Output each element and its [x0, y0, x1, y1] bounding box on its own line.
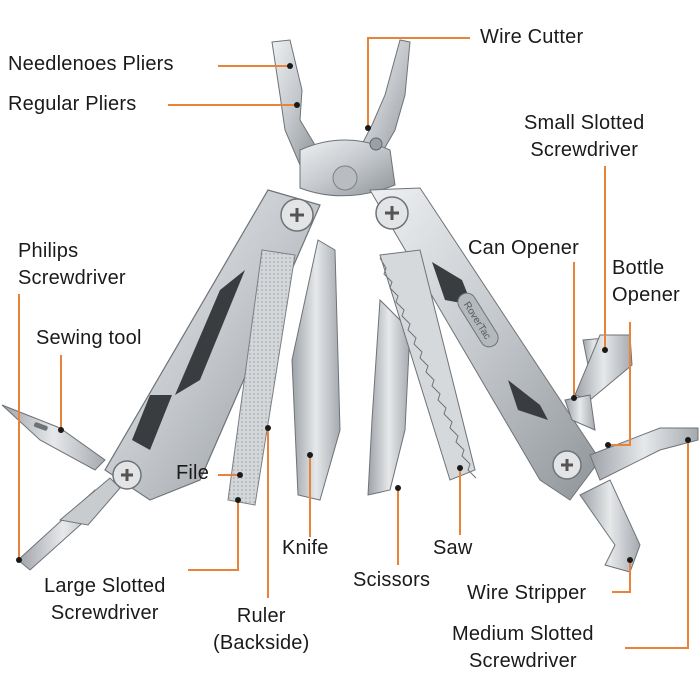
- label-sewing-tool: Sewing tool: [36, 327, 142, 349]
- label-saw: Saw: [433, 537, 473, 559]
- label-file: File: [176, 462, 210, 484]
- label-regular-pliers: Regular Pliers: [8, 93, 137, 115]
- label-line: Opener: [612, 284, 680, 306]
- label-line: Bottle: [612, 257, 665, 279]
- label-medium-slotted-screwdriver: Medium Slotted Screwdriver: [452, 621, 594, 675]
- label-large-slotted-screwdriver: Large Slotted Screwdriver: [44, 573, 166, 627]
- label-knife: Knife: [282, 537, 329, 559]
- label-line: Screwdriver: [18, 267, 126, 289]
- label-scissors: Scissors: [353, 569, 431, 591]
- bottle-opener: [574, 334, 633, 401]
- medium-slotted-screwdriver: [589, 427, 699, 481]
- label-line: Ruler: [236, 605, 286, 627]
- label-line: Medium Slotted: [452, 623, 594, 645]
- label-line: Screwdriver: [50, 602, 159, 624]
- label-wire-cutter: Wire Cutter: [480, 26, 584, 48]
- large-slotted-screwdriver-tip: [58, 477, 121, 526]
- knife-blade: [291, 239, 341, 501]
- sewing-tool-blade: [1, 404, 106, 471]
- plier-pivot: [332, 165, 358, 191]
- multitool-illustration: RoverTac: [1, 39, 699, 573]
- leader-lines: [18, 37, 689, 649]
- label-line: Small Slotted: [524, 112, 645, 134]
- leader-endpoints: [16, 63, 691, 563]
- label-needlenose-pliers: Needlenoes Pliers: [8, 53, 174, 75]
- file-blade: [227, 249, 296, 506]
- label-can-opener: Can Opener: [468, 237, 579, 259]
- label-line: Philips: [18, 240, 79, 262]
- label-small-slotted-screwdriver: Small Slotted Screwdriver: [524, 110, 644, 164]
- label-line: (Backside): [213, 632, 310, 654]
- label-bottle-opener: Bottle Opener: [612, 255, 680, 309]
- label-ruler-backside: Ruler (Backside): [213, 603, 309, 657]
- label-line: Large Slotted: [44, 575, 166, 597]
- can-opener: [564, 394, 596, 431]
- label-wire-stripper: Wire Stripper: [467, 582, 587, 604]
- label-line: Screwdriver: [468, 650, 577, 672]
- label-philips-screwdriver: Philips Screwdriver: [18, 238, 126, 292]
- label-line: Screwdriver: [530, 139, 639, 161]
